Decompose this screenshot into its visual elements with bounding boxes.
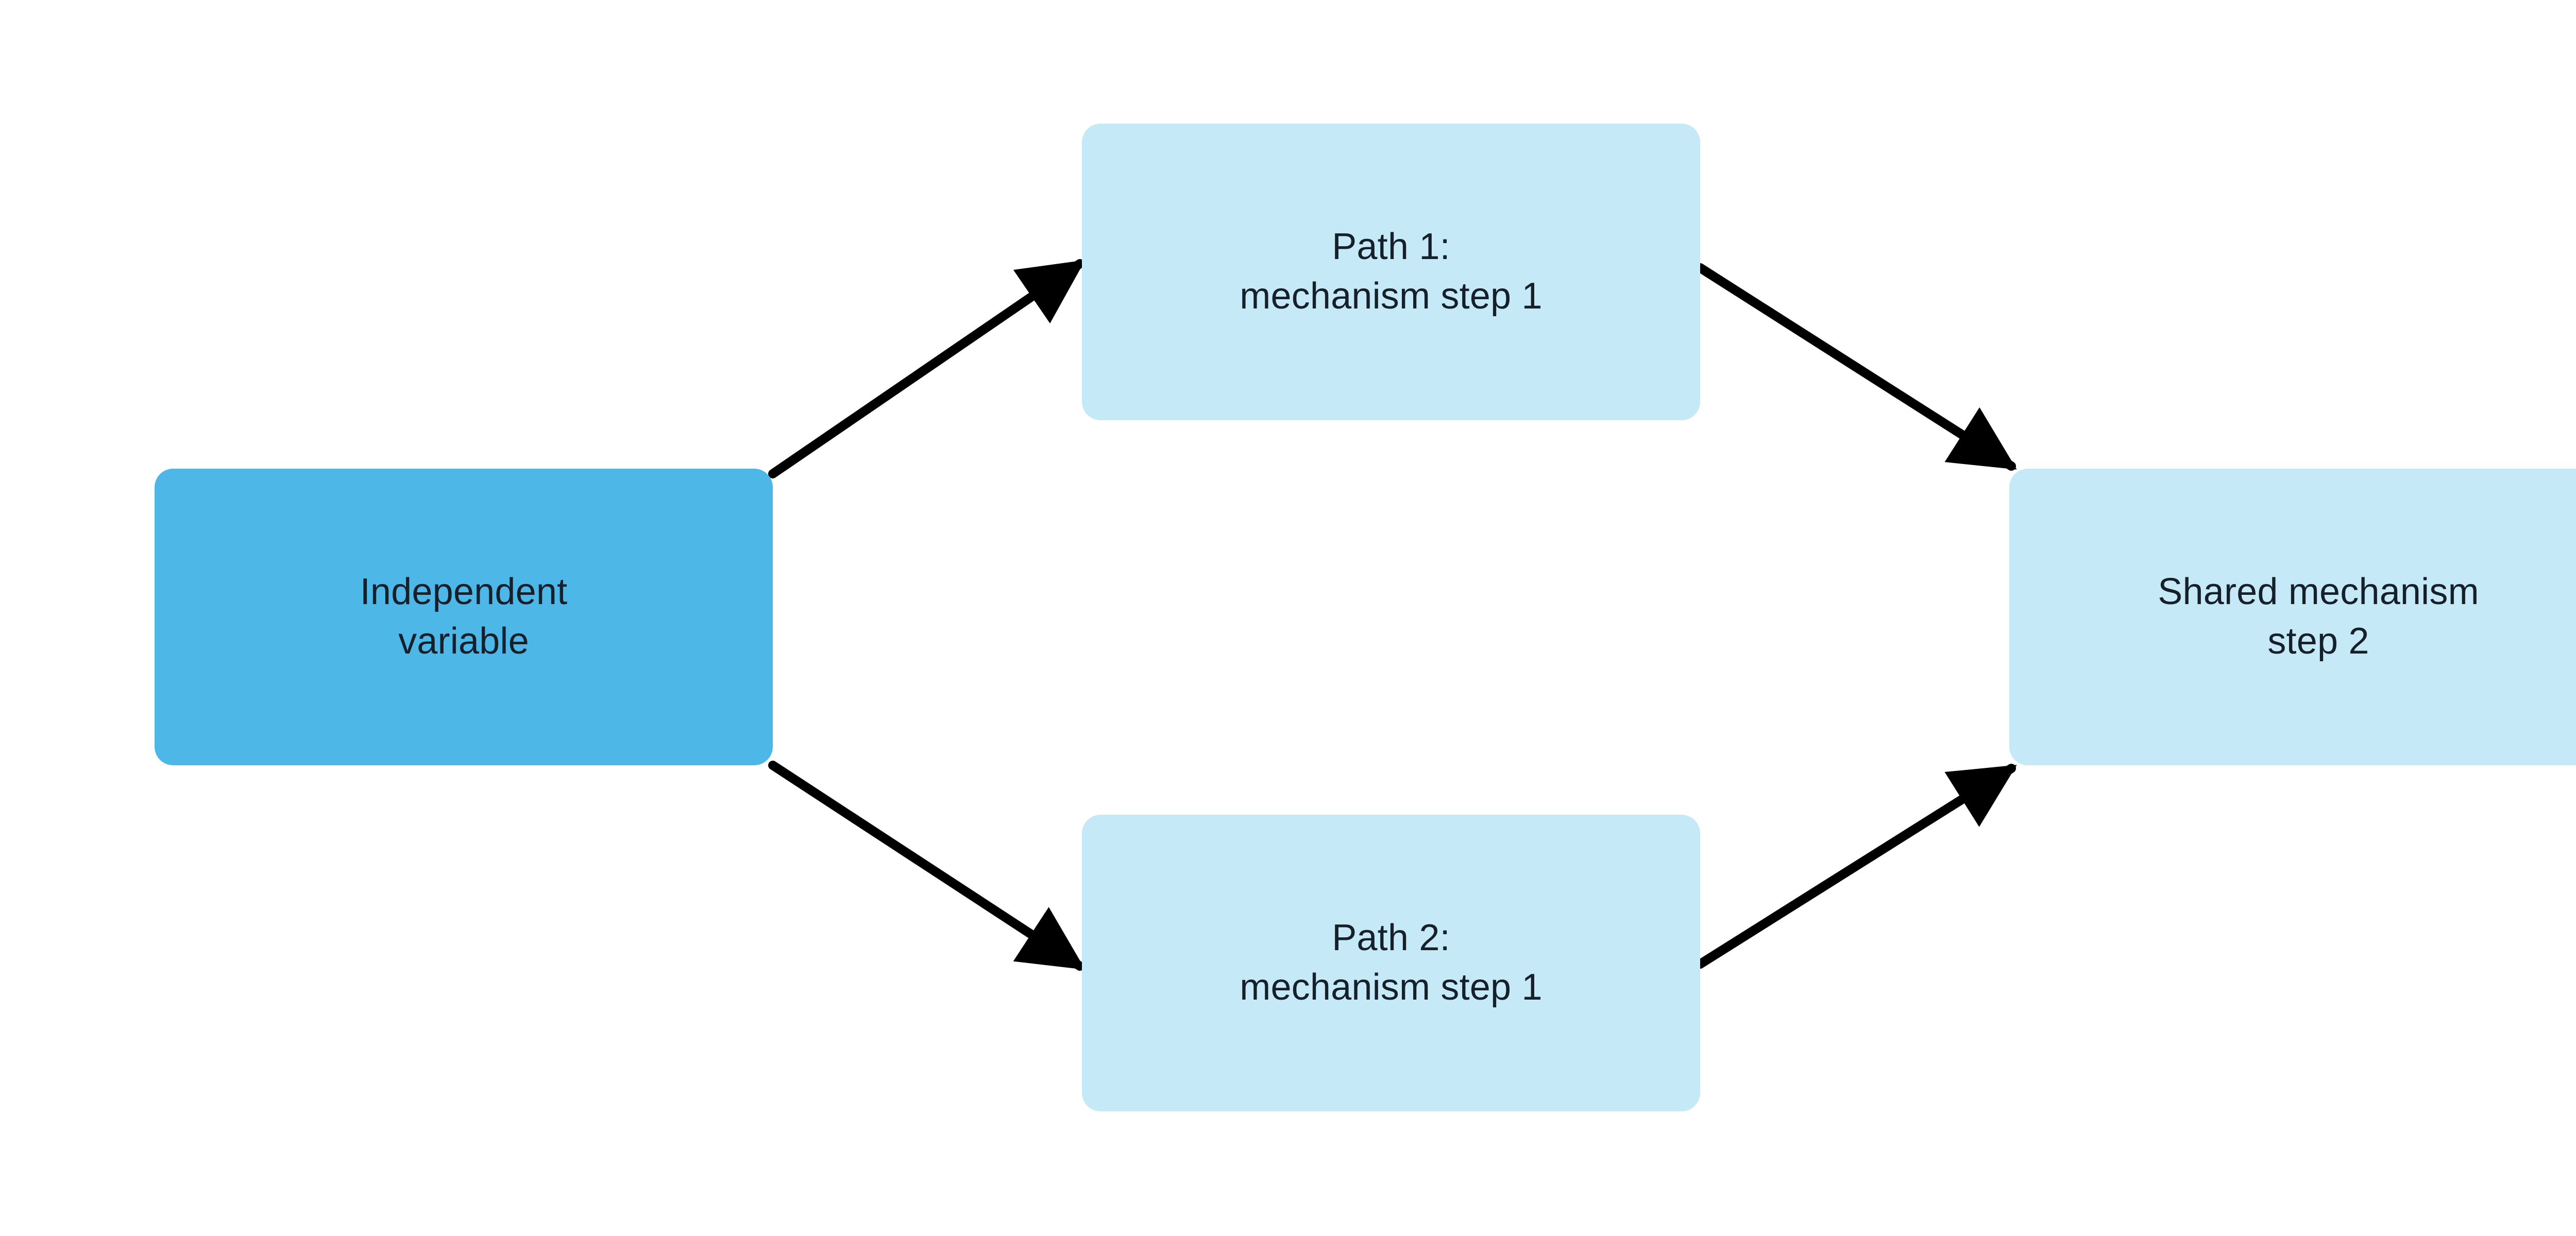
edge-independent-to-path2 [768,761,1086,971]
edge-path1-to-shared [1696,263,2017,471]
node-independent-variable[interactable]: Independent variable [155,469,773,765]
node-path-1-mechanism-step-1[interactable]: Path 1: mechanism step 1 [1082,124,1700,420]
node-independent-variable-label: Independent variable [360,571,568,662]
edge-independent-to-path1 [768,259,1086,478]
node-path-2-mechanism-step-1[interactable]: Path 2: mechanism step 1 [1082,815,1700,1111]
node-shared-mechanism-step-2-label: Shared mechanism step 2 [2158,571,2479,662]
node-path-2-mechanism-step-1-label: Path 2: mechanism step 1 [1240,917,1543,1008]
node-path-1-mechanism-step-1-label: Path 1: mechanism step 1 [1240,226,1543,317]
edge-path2-to-shared [1696,764,2017,969]
node-shared-mechanism-step-2[interactable]: Shared mechanism step 2 [2009,469,2576,765]
